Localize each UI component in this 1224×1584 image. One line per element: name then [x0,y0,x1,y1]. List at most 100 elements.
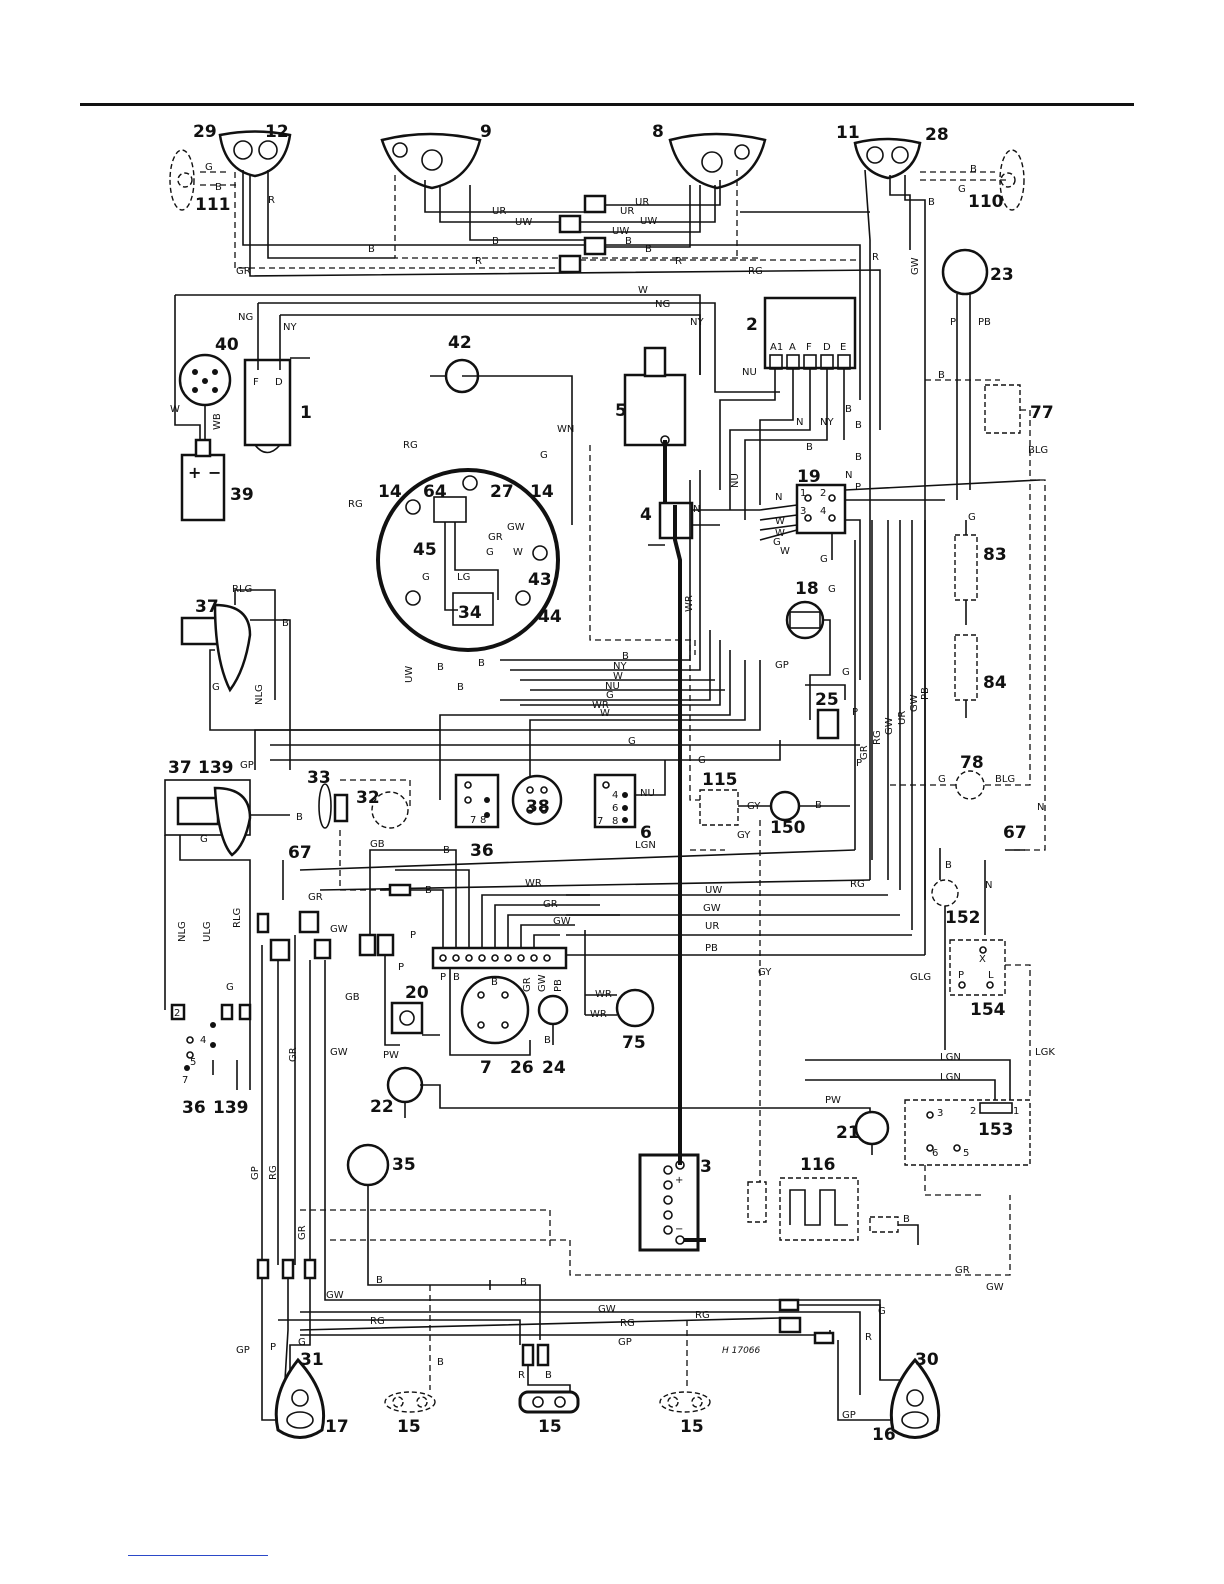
terminal-a1-label: A1 [770,342,783,353]
label-37-lower: 37 [168,758,192,778]
fuse-strip [256,883,412,960]
wire-label: NY [283,322,297,333]
wire-label: GR [543,899,558,910]
terminal-label: X [979,954,986,965]
terminal-label: − [675,1224,683,1235]
wire-label: GR [522,977,533,992]
terminal-label: 2 [970,1106,976,1117]
terminal-label: 8 [612,816,618,827]
relay-153 [805,1059,1031,1196]
wire-label: G [958,184,966,195]
wire-label: G [298,1337,306,1348]
unit-77 [925,379,1046,851]
label-44: 44 [538,607,562,627]
label-153: 153 [978,1120,1014,1140]
wire-label: R [518,1370,525,1381]
terminal-label: 3 [800,506,806,517]
label-14-right: 14 [530,482,554,502]
wire-label: B [970,164,977,175]
wire-label: GR [859,745,870,760]
label-110: 110 [968,192,1004,212]
right-harness [254,445,926,955]
wire-label: GP [236,1345,250,1356]
wire-label: LGN [940,1072,961,1083]
wire-label: R [675,256,682,267]
wire-label: B [855,452,862,463]
label-34: 34 [458,603,482,623]
footer-link-underline [128,1555,268,1556]
fan-33 [318,783,349,829]
label-64: 64 [423,482,447,502]
switch-38 [511,774,563,826]
label-36-upper: 36 [470,841,494,861]
wire-label: R [872,252,879,263]
terminal-label: P [958,970,964,981]
wire-label: LG [457,572,470,583]
wire-label: B [645,244,652,255]
terminal-label: 5 [963,1148,969,1159]
wire-label: NY [613,661,627,672]
label-4: 4 [640,505,652,525]
wire-label: W [780,546,790,557]
wire-label: RG [695,1310,710,1321]
wire-label: RG [268,1165,279,1180]
label-45: 45 [413,540,437,560]
wire-label: B [520,1277,527,1288]
wire-label: GP [842,1410,856,1421]
label-42: 42 [448,333,472,353]
wire-label: RLG [232,908,243,928]
label-5: 5 [615,401,627,421]
wire-label: RG [850,879,865,890]
wire-label: P [856,758,862,769]
heater-116 [747,1177,919,1245]
label-11: 11 [836,123,860,143]
wire-label: W [600,708,610,719]
terminal-label: 3 [937,1108,943,1119]
wire-label: RG [348,499,363,510]
lamp-15-right [659,1391,711,1413]
label-29: 29 [193,122,217,142]
wiper-37-139 [164,779,290,1090]
wire-label: GP [240,760,254,771]
wire-label: B [945,860,952,871]
terminal-label: 6 [932,1148,938,1159]
wire-label: P [855,482,861,493]
wire-label: NU [640,788,655,799]
label-8: 8 [652,122,664,142]
terminal-label: + [188,463,201,482]
wire-label: G [773,537,781,548]
label-111: 111 [195,195,231,215]
wire-label: G [226,982,234,993]
wire-label: G [820,554,828,565]
label-21: 21 [836,1123,860,1143]
switch-36-139 [170,1003,252,1090]
label-12: 12 [265,122,289,142]
terminal-label: L [988,970,994,981]
switch-4 [648,501,760,546]
switch-115 [699,789,770,826]
label-83: 83 [983,545,1007,565]
wire-label: B [625,236,632,247]
dashed-runs [300,645,1011,1276]
wire-label: PB [553,979,564,992]
wire-label: RG [620,1318,635,1329]
wire-label: RLG [232,584,252,595]
label-36-lower: 36 [182,1098,206,1118]
terminal-label: 8 [480,815,486,826]
label-33: 33 [307,768,331,788]
wire-label: P [440,972,446,983]
wire-label: B [296,812,303,823]
instrument-cluster [376,468,560,652]
label-32: 32 [356,788,380,808]
wire-label: GW [330,1047,348,1058]
terminal-f-label: F [806,342,812,353]
wire-label: G [212,682,220,693]
wire-label: WR [595,989,612,1000]
label-1: 1 [300,403,312,423]
relay-154 [949,939,1031,1100]
terminal-label: 7 [470,815,476,826]
lamp-111 [169,149,195,211]
control-box-2: A1 A F D E [719,296,857,520]
wire-label: W [775,516,785,527]
wire-label: B [491,977,498,988]
